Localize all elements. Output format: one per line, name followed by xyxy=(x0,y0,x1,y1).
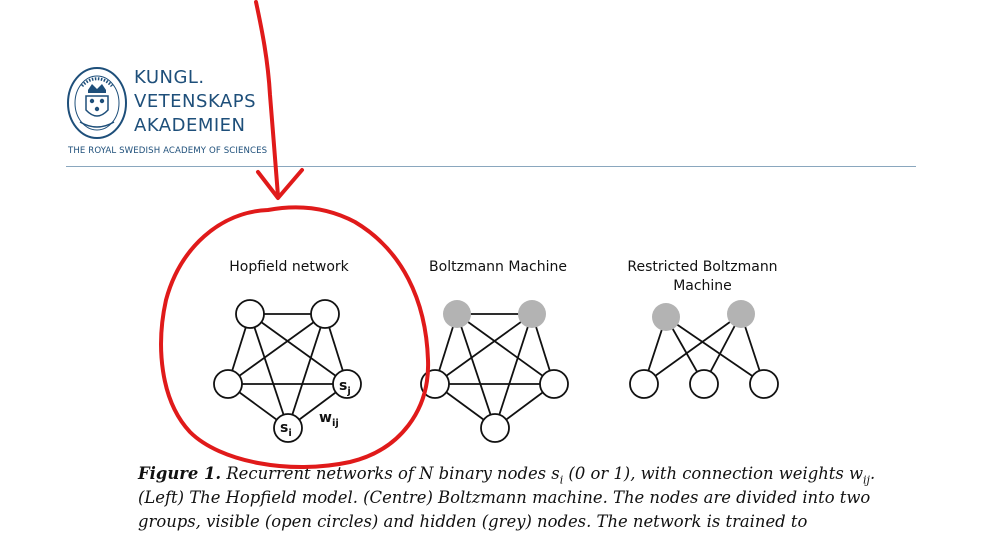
wordmark-line-1: KUNGL. xyxy=(134,67,205,88)
rbm-edge-0-2 xyxy=(665,316,765,385)
boltzmann-node-0 xyxy=(443,300,471,328)
caption-sub-1: i xyxy=(559,473,564,487)
rbm-title: Restricted Boltzmann Machine xyxy=(605,258,800,296)
hopfield-node-0 xyxy=(235,299,265,329)
academy-seal-logo xyxy=(67,67,127,139)
caption-sub-2: ij xyxy=(863,473,870,487)
boltzmann-edge-0-2 xyxy=(456,313,555,385)
wordmark-line-2: VETENSKAPS xyxy=(134,91,257,112)
caption-text-1b: (0 or 1), with connection weights w xyxy=(563,464,864,483)
caption-text-1a: Recurrent networks of N binary nodes s xyxy=(226,464,560,483)
caption-line-1: Figure 1. Recurrent networks of N binary… xyxy=(138,462,875,487)
hopfield-node-1 xyxy=(310,299,340,329)
boltzmann-edge-1-3 xyxy=(494,313,533,429)
rbm-visible-node-1 xyxy=(689,369,719,399)
figure-caption: Figure 1. Recurrent networks of N binary… xyxy=(138,462,875,534)
header-divider xyxy=(66,166,916,167)
boltzmann-node-2 xyxy=(539,369,569,399)
rbm-visible-node-2 xyxy=(749,369,779,399)
academy-subtitle: THE ROYAL SWEDISH ACADEMY OF SCIENCES xyxy=(68,146,268,156)
caption-line-2: (Left) The Hopfield model. (Centre) Bolt… xyxy=(138,488,871,507)
boltzmann-edge-1-4 xyxy=(434,313,533,385)
weight-label-w-ij: wij xyxy=(319,410,339,429)
boltzmann-title: Boltzmann Machine xyxy=(429,259,567,275)
rbm-visible-node-0 xyxy=(629,369,659,399)
rbm-title-line-1: Restricted Boltzmann xyxy=(627,259,778,275)
hopfield-edge-0-3 xyxy=(249,313,289,429)
boltzmann-node-3 xyxy=(480,413,510,443)
rbm-hidden-node-1 xyxy=(727,300,755,328)
rbm-hidden-node-0 xyxy=(652,303,680,331)
boltzmann-edge-0-3 xyxy=(456,313,496,429)
academy-wordmark: KUNGL. VETENSKAPS AKADEMIEN xyxy=(134,66,256,138)
rbm-title-line-2: Machine xyxy=(673,278,732,294)
rbm-edge-1-0 xyxy=(643,313,742,385)
network-diagrams: sj si wij xyxy=(213,299,779,443)
boltzmann-node-4 xyxy=(420,369,450,399)
caption-text-1c: . xyxy=(869,464,876,483)
wordmark-line-3: AKADEMIEN xyxy=(134,115,246,136)
caption-label: Figure 1. xyxy=(138,464,222,483)
hopfield-node-4 xyxy=(213,369,243,399)
caption-line-3: groups, visible (open circles) and hidde… xyxy=(138,512,808,531)
boltzmann-node-1 xyxy=(518,300,546,328)
